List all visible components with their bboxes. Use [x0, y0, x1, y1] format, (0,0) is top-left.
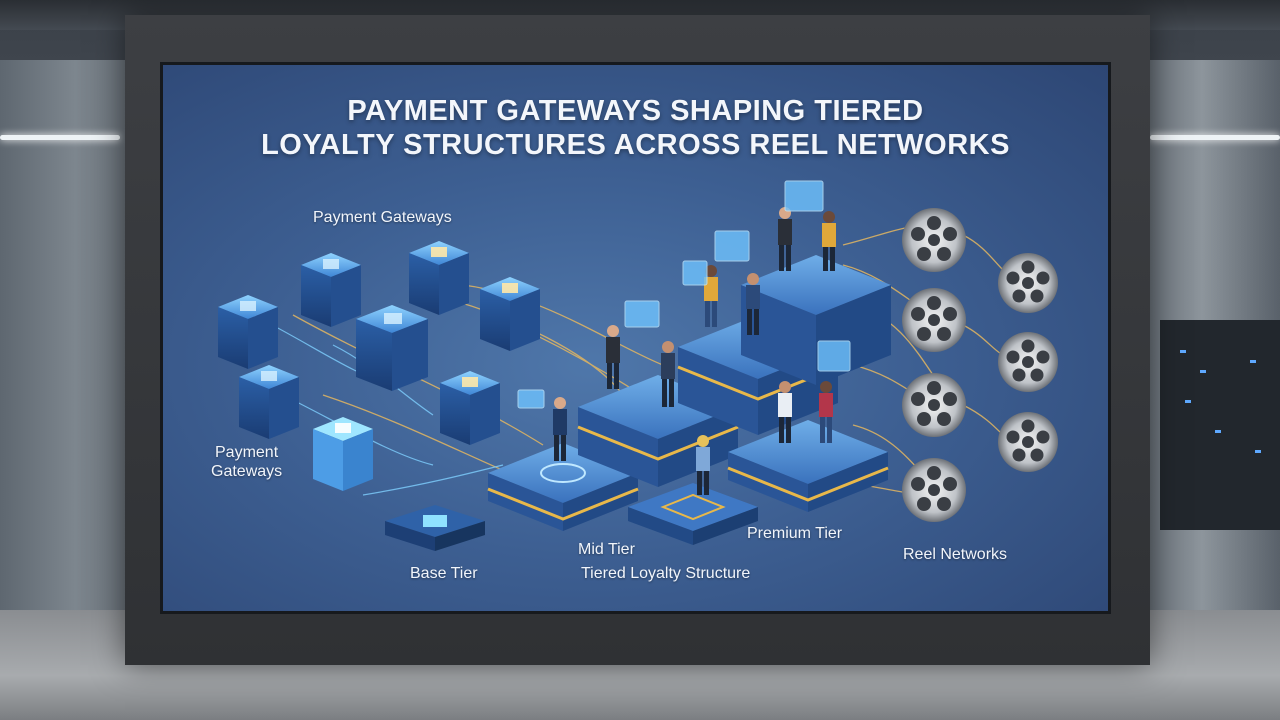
label-reel-networks: Reel Networks [903, 546, 1007, 564]
label-payment-gateways-left: Payment Gateways [211, 443, 282, 481]
label-tiered-loyalty-structure: Tiered Loyalty Structure [581, 565, 750, 583]
label-payment-gateways-top: Payment Gateways [313, 209, 452, 227]
film-reels [902, 208, 1058, 522]
glass-wall-left [0, 60, 125, 620]
title-line-1: PAYMENT GATEWAYS SHAPING TIERED [163, 95, 1108, 128]
ceiling-light-right [1150, 135, 1280, 140]
display-screen: PAYMENT GATEWAYS SHAPING TIERED LOYALTY … [160, 62, 1111, 614]
title-line-2: LOYALTY STRUCTURES ACROSS REEL NETWORKS [163, 129, 1108, 162]
label-payment-gateways-left-line1: Payment [211, 443, 282, 462]
ceiling-light-left [0, 135, 120, 140]
server-rack [1160, 320, 1280, 530]
label-premium-tier: Premium Tier [747, 525, 842, 543]
payment-gateway-cubes [218, 241, 540, 551]
label-mid-tier: Mid Tier [578, 541, 635, 559]
label-base-tier: Base Tier [410, 565, 478, 583]
label-payment-gateways-left-line2: Gateways [211, 462, 282, 481]
